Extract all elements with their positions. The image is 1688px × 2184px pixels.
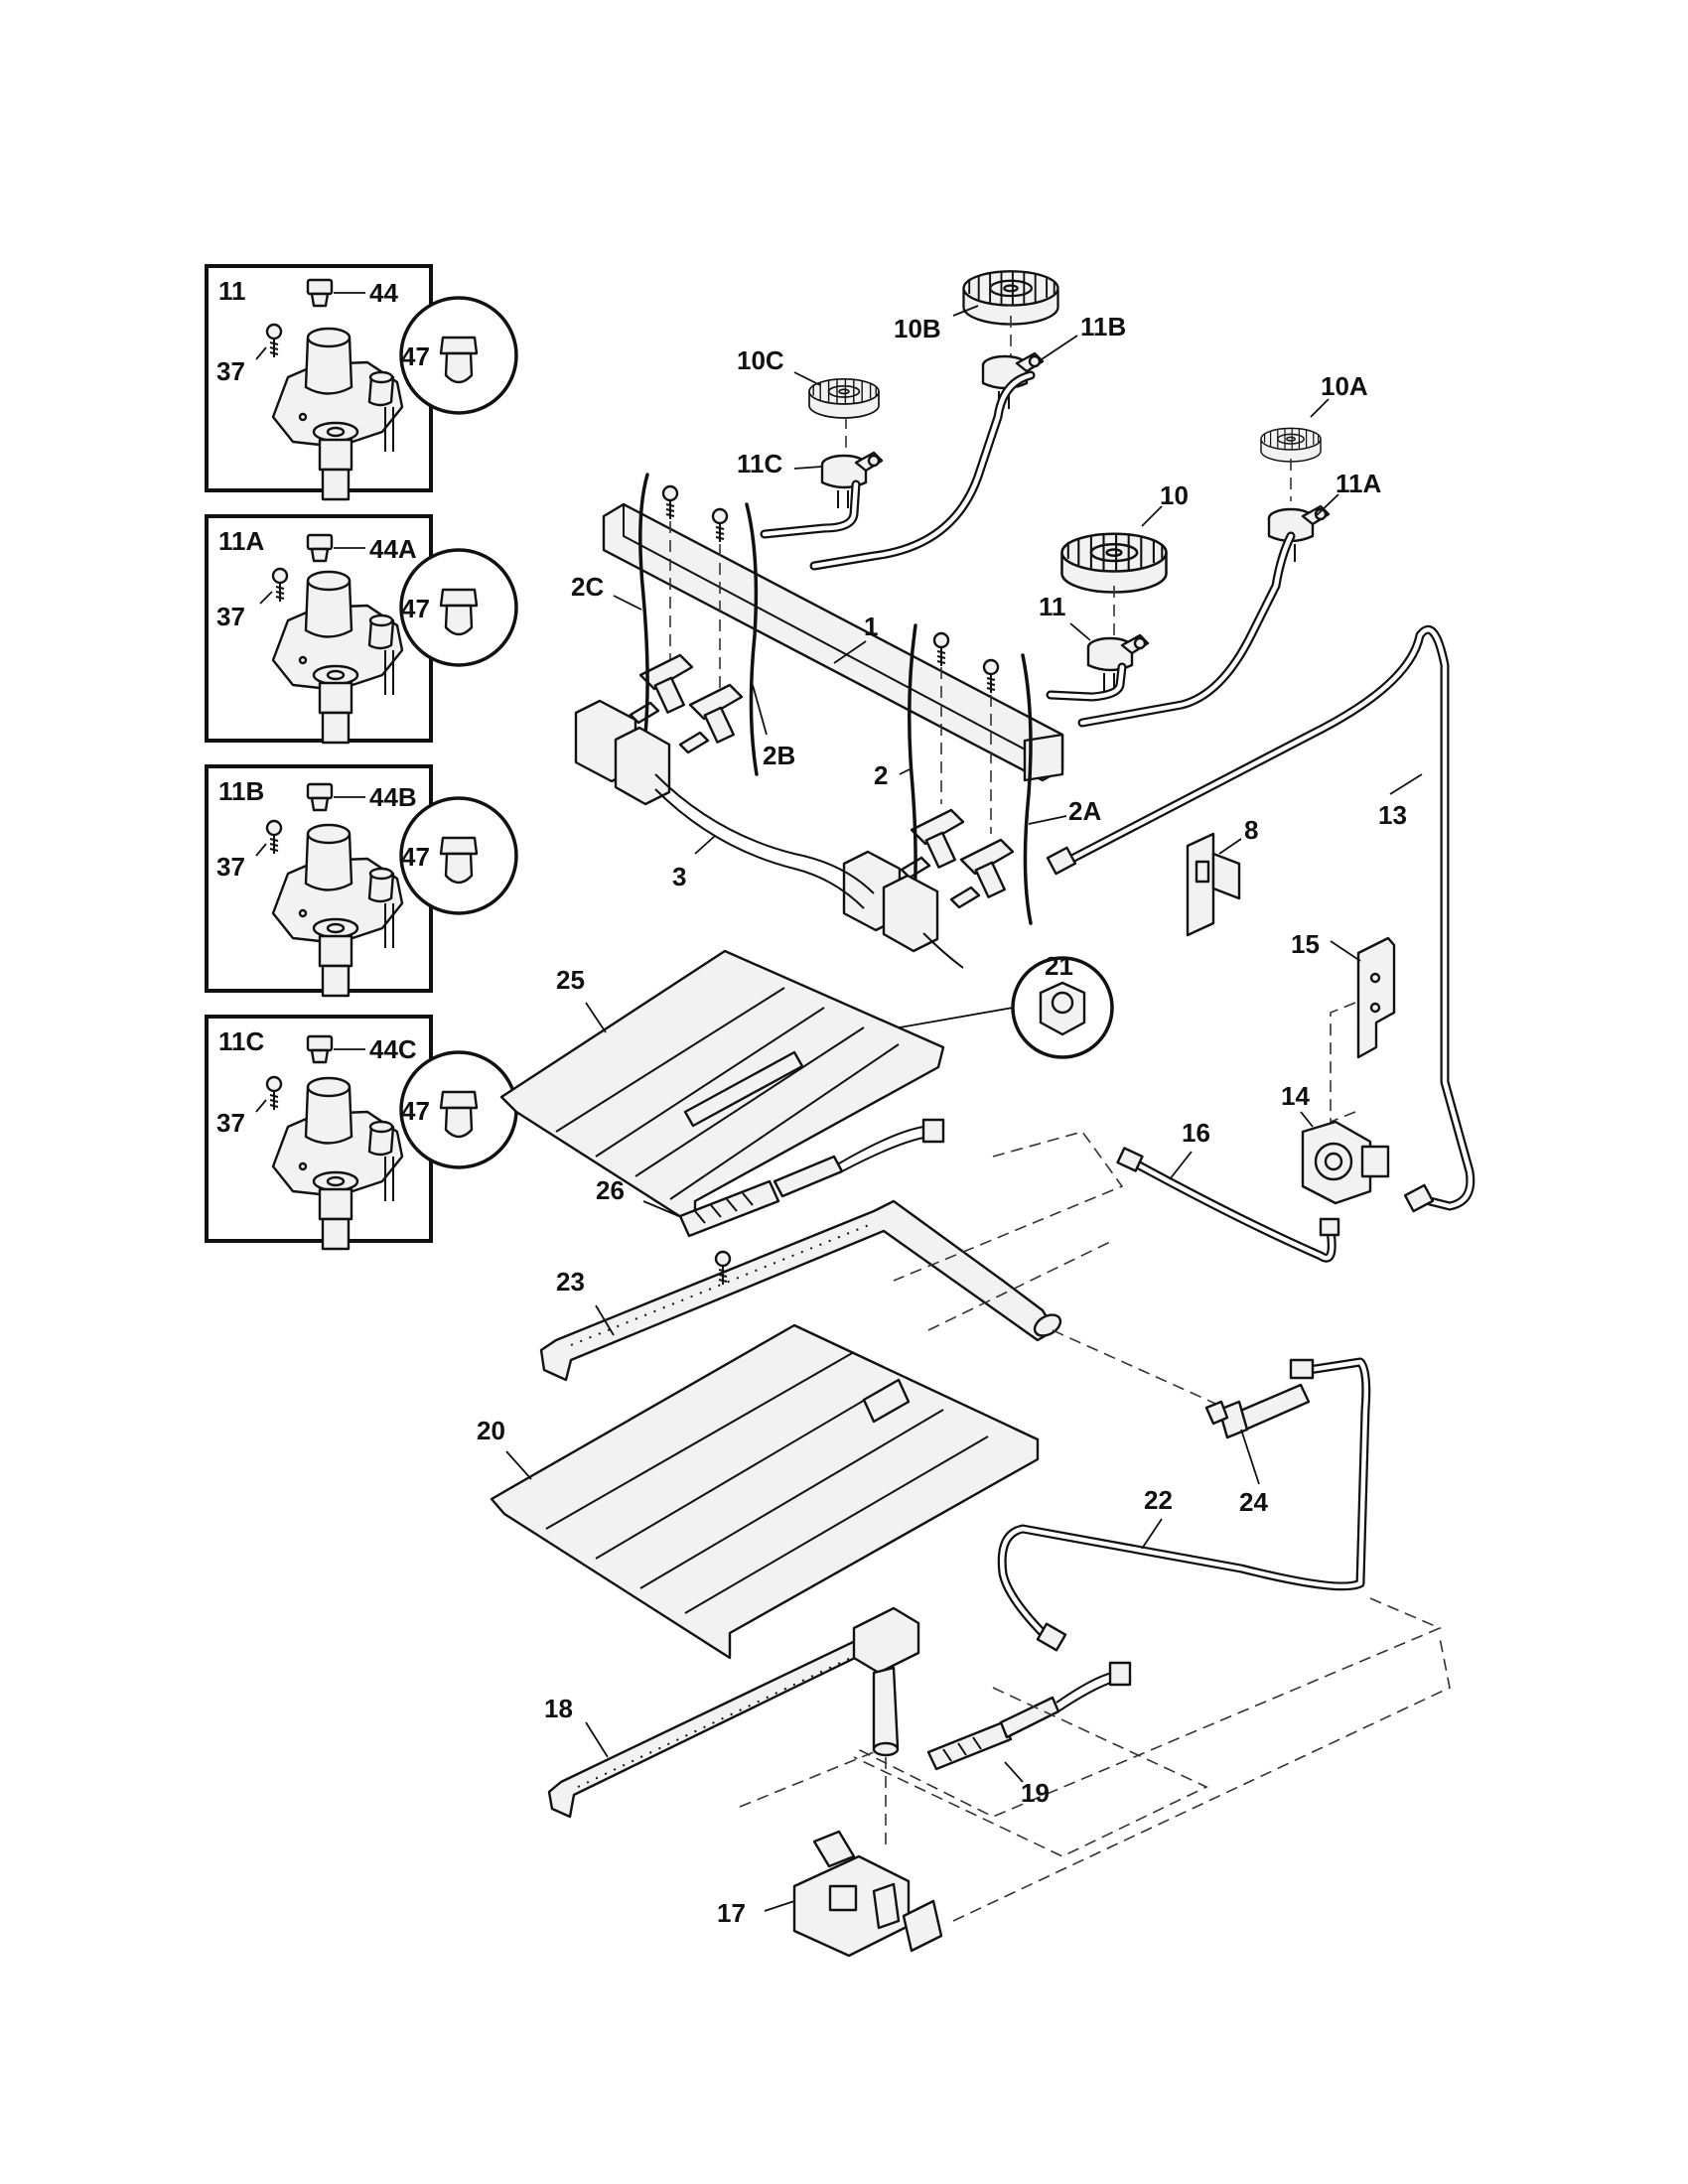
- callout-11b: 11B: [1080, 312, 1126, 341]
- valve-wires: 2C 2B 2 2A: [571, 473, 1101, 925]
- callout-1: 1: [864, 612, 878, 641]
- screw-callout: 37: [216, 852, 245, 882]
- spark-module: 8: [1186, 815, 1258, 937]
- manifold-bar: 1: [602, 502, 1064, 782]
- manifold-screws: [661, 484, 1000, 834]
- inset-title: 11C: [218, 1026, 264, 1056]
- callout-2A: 2A: [1068, 796, 1101, 826]
- callout-2: 2: [874, 760, 888, 790]
- inset-title: 11B: [218, 776, 264, 806]
- jet-callout: 44B: [369, 782, 417, 812]
- manifold-bracket: 3: [574, 699, 964, 969]
- burner-supply-tubes: [760, 370, 1296, 728]
- callout-15: 15: [1291, 929, 1320, 959]
- callout-13: 13: [1378, 800, 1407, 830]
- callout-19: 19: [1021, 1778, 1050, 1808]
- regulator-tube: 16: [1116, 1118, 1340, 1263]
- callout-14: 14: [1281, 1081, 1310, 1111]
- jet-callout: 44A: [369, 534, 417, 564]
- callout-24: 24: [1239, 1487, 1268, 1517]
- orifice-callout: 47: [401, 1096, 430, 1126]
- callout-20: 20: [477, 1416, 505, 1445]
- inset-title: 11: [218, 276, 246, 306]
- orifice-callout: 47: [401, 594, 430, 623]
- callout-25: 25: [556, 965, 585, 995]
- callout-21: 21: [1045, 951, 1073, 981]
- callout-10b: 10B: [894, 314, 941, 343]
- broil-igniter: 26: [596, 1118, 945, 1238]
- oven-safety-valve: 17: [717, 1637, 1451, 1958]
- bake-heat-shield: 20: [477, 1323, 1040, 1660]
- callout-26: 26: [596, 1175, 625, 1205]
- burner-valve-11: 11: [1039, 586, 1150, 693]
- regulator-bracket: 15: [1291, 929, 1396, 1124]
- callout-10a: 10A: [1321, 371, 1368, 401]
- burner-head-10c: 10C: [737, 345, 880, 419]
- callout-17: 17: [717, 1898, 746, 1928]
- bake-igniter: 19: [853, 1661, 1208, 1857]
- broil-burner: 23: [539, 1199, 1062, 1382]
- callout-10: 10: [1160, 480, 1189, 510]
- burner-valve-11a: 11A: [1267, 459, 1381, 564]
- inset-11: 11 44 37 47: [205, 264, 518, 501]
- burner-head-10: 10: [1060, 480, 1189, 594]
- callout-10c: 10C: [737, 345, 784, 375]
- burner-valve-11b: 11B: [981, 312, 1126, 411]
- inset-11a: 11A 44A 37 47: [205, 514, 518, 745]
- callout-23: 23: [556, 1267, 585, 1297]
- callout-3: 3: [672, 862, 686, 891]
- pressure-regulator: 14: [1281, 1081, 1390, 1205]
- screw-callout: 37: [216, 1108, 245, 1138]
- broil-heat-shield: 25: [499, 949, 945, 1228]
- callout-2c: 2C: [571, 572, 604, 602]
- callout-18: 18: [544, 1694, 573, 1723]
- inset-11c: 11C 44C 37 47: [205, 1015, 518, 1251]
- orifice-callout: 47: [401, 842, 430, 872]
- inset-11b: 11B 44B 37 47: [205, 764, 518, 998]
- oven-gas-line: 22: [853, 1357, 1443, 1818]
- callout-8: 8: [1244, 815, 1258, 845]
- bake-burner: 18: [544, 1606, 920, 1819]
- callout-11: 11: [1039, 592, 1066, 621]
- callout-16: 16: [1182, 1118, 1210, 1148]
- jet-callout: 44: [369, 278, 398, 308]
- callout-11a: 11A: [1336, 469, 1381, 498]
- burner-valve-11c: 11C: [737, 417, 884, 510]
- burner-head-10a: 10A: [1260, 371, 1368, 463]
- callout-11c: 11C: [737, 449, 782, 478]
- screw-callout: 37: [216, 602, 245, 631]
- main-gas-line: 13: [1046, 624, 1476, 1213]
- callout-22: 22: [1144, 1485, 1173, 1515]
- callout-2b: 2B: [763, 741, 795, 770]
- inset-title: 11A: [218, 526, 264, 556]
- orifice-holder: 24: [1204, 1383, 1311, 1517]
- burner-head-10b: 10B: [894, 270, 1059, 343]
- orifice-callout: 47: [401, 341, 430, 371]
- screw-callout: 37: [216, 356, 245, 386]
- jet-callout: 44C: [369, 1034, 417, 1064]
